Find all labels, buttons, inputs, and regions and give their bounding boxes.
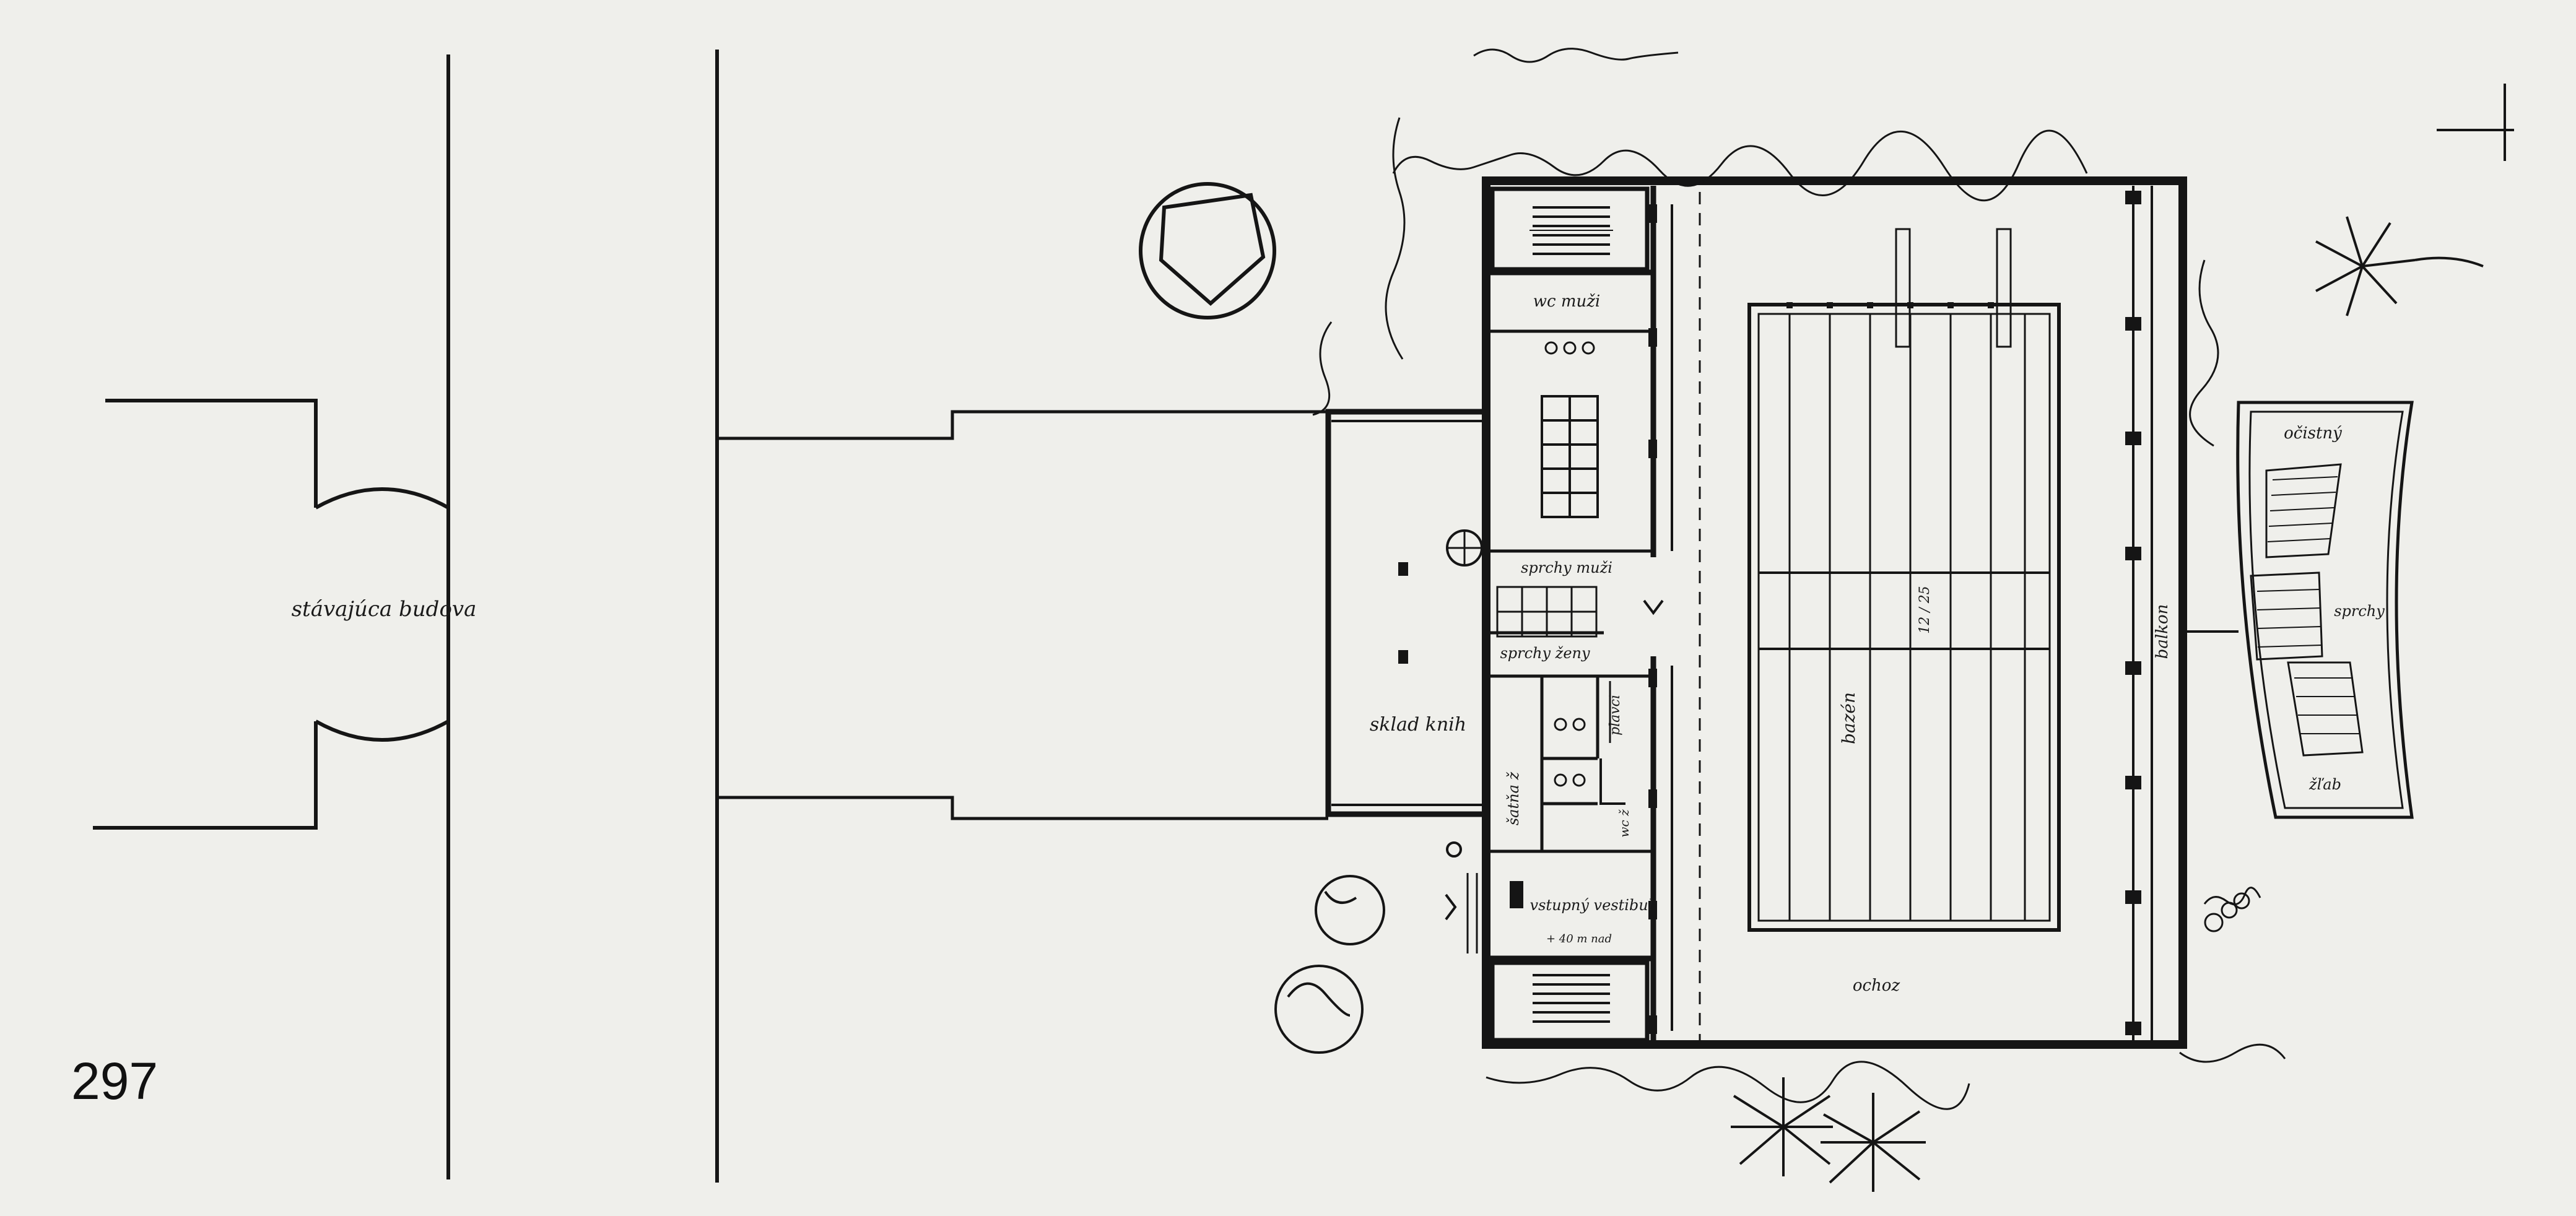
shower-grid xyxy=(1496,586,1598,638)
tree-northeast-icon xyxy=(2315,216,2484,316)
showers-men-label: sprchy muži xyxy=(1521,559,1612,576)
staircase-south xyxy=(1490,960,1650,1043)
vegetation xyxy=(1312,48,2286,1110)
showers-women-label: sprchy ženy xyxy=(1500,645,1590,662)
wc-fixtures xyxy=(1544,341,1595,787)
lane-start-marks xyxy=(1786,302,1994,308)
tree-south-right-icon xyxy=(1821,1093,1926,1192)
storage-label: sklad knih xyxy=(1370,714,1466,736)
shrub-west-icon xyxy=(1274,875,1385,1054)
wc-men-label: wc muži xyxy=(1533,292,1601,311)
round-planter-icon xyxy=(1139,182,1276,319)
checkroom-women-label: šatňa ž xyxy=(1505,771,1522,825)
pool-dimension-label: 12 / 25 xyxy=(1917,586,1933,633)
entrance-note-label: + 40 m nad xyxy=(1546,932,1612,945)
outdoor-showers-label: sprchy xyxy=(2334,602,2385,620)
swimming-pool xyxy=(1747,228,2061,932)
wc-women-label: wc ž xyxy=(1617,809,1632,838)
walkway-label: ochoz xyxy=(1853,976,1900,995)
entrance-hall-label: vstupný vestibul xyxy=(1530,897,1653,914)
service-zone xyxy=(1486,186,1673,1040)
north-arrow-icon xyxy=(2437,84,2514,161)
existing-building-outline xyxy=(93,50,719,1183)
outdoor-shower-annex xyxy=(2185,401,2414,819)
pool-label: bazén xyxy=(1838,692,1859,744)
entrance-details xyxy=(1445,599,1664,953)
trough-label: žľab xyxy=(2308,776,2341,793)
inner-wall-posts xyxy=(1648,204,1657,1034)
staircase-north xyxy=(1490,186,1650,272)
connecting-corridor xyxy=(717,410,1328,820)
figure-number: 297 xyxy=(71,1052,158,1110)
locker-grid xyxy=(1541,395,1599,518)
annex-hatching xyxy=(2256,476,2361,734)
balcony-label: balkon xyxy=(2153,604,2172,659)
tree-south-left-icon xyxy=(1731,1077,1833,1176)
existing-building-label: stávajúca budova xyxy=(292,597,477,622)
swimmers-label: plavci xyxy=(1608,695,1623,736)
facade-columns xyxy=(2125,191,2141,1035)
cleaning-label: očistný xyxy=(2284,424,2342,443)
